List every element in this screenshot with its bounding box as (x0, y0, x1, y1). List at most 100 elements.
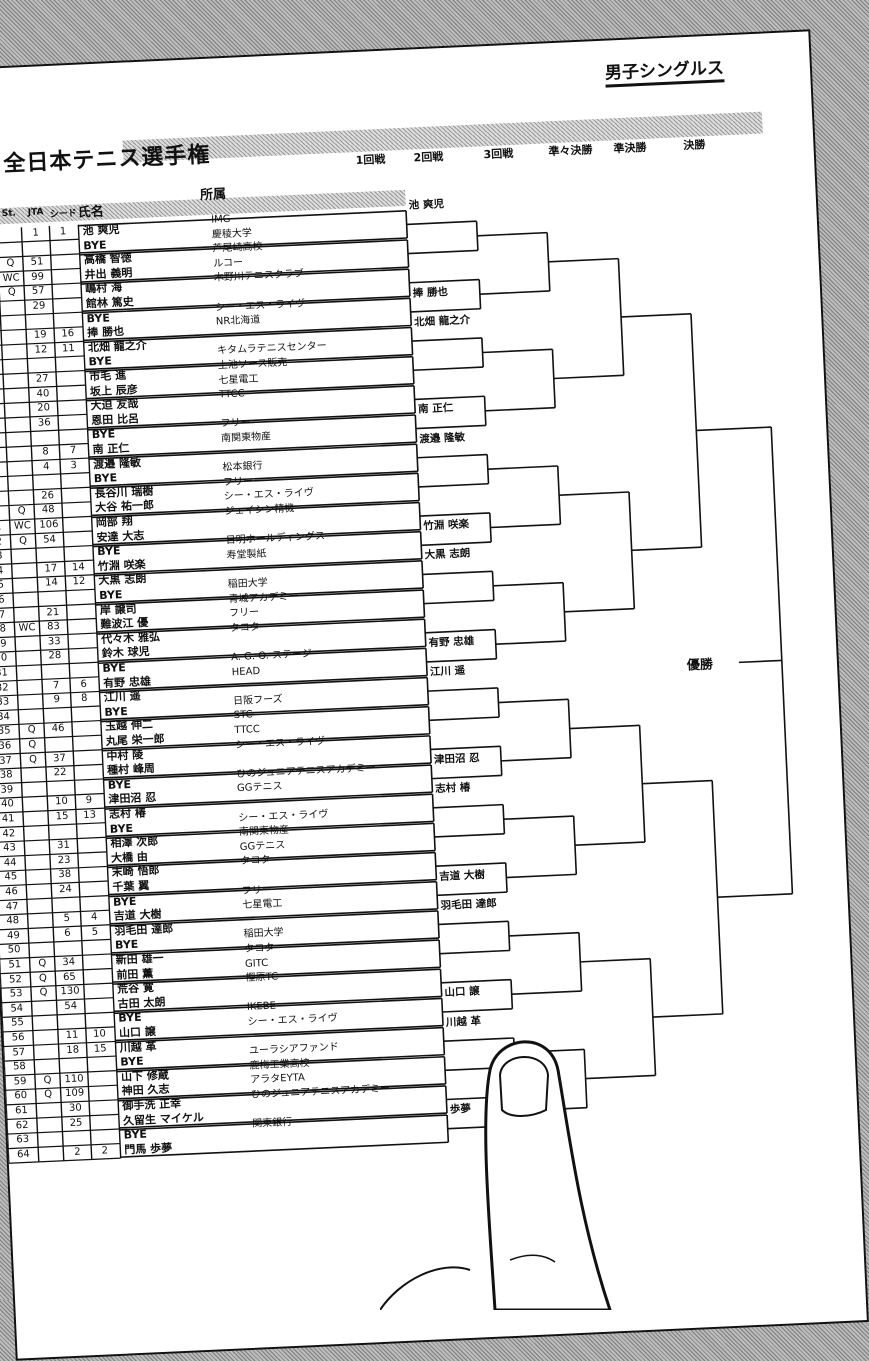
table-row-line (0, 735, 102, 740)
match-box-bottom (99, 676, 427, 691)
match-box-top (81, 269, 409, 284)
bracket-connector (442, 1009, 512, 1012)
table-row-line (0, 939, 111, 944)
round2-winner-name: 志村 椿 (435, 779, 471, 796)
round2-winner-name: 江川 遥 (430, 663, 466, 680)
round2-winner-name: 有野 忠雄 (428, 633, 474, 650)
table-row-line (0, 283, 81, 288)
match-box-bottom (114, 996, 442, 1011)
match-box-bottom (85, 355, 413, 370)
table-row-line (0, 575, 94, 580)
bracket-connector (501, 758, 571, 761)
bracket-connector (632, 547, 702, 550)
bracket-connector (420, 513, 490, 516)
table-row-line (0, 502, 91, 507)
table-row-line (0, 268, 80, 273)
bracket-connector (438, 921, 508, 924)
round2-winner-name: 捧 勝也 (412, 284, 448, 301)
bracket-connector (490, 524, 560, 527)
table-row-line (0, 691, 100, 696)
table-row-line (8, 1144, 120, 1149)
table-row-line (0, 852, 107, 857)
match-box-bottom (80, 238, 408, 253)
bracket-connector (425, 630, 495, 633)
bracket-connector (412, 338, 482, 341)
match-box-bottom (107, 851, 435, 866)
table-row-line (0, 954, 111, 959)
match-box-bottom (102, 734, 430, 749)
table-row-line (0, 443, 88, 448)
bracket-connector (642, 781, 712, 784)
match-box-bottom (105, 792, 433, 807)
table-row-line (0, 356, 84, 361)
table-row-line (0, 327, 83, 332)
table-row-line (0, 881, 108, 886)
table-row-line (0, 837, 106, 842)
match-box-bottom (101, 705, 429, 720)
match-box-bottom (94, 559, 422, 574)
table-row-line (9, 1158, 121, 1163)
bracket-connector (432, 775, 502, 778)
match-box-top (93, 532, 421, 547)
champion-line (739, 660, 782, 662)
bracket-connector (407, 221, 477, 224)
thumb-holding-sheet (380, 1030, 640, 1310)
table-row-line (0, 312, 82, 317)
bracket-connector (408, 250, 478, 253)
match-box-top (92, 503, 420, 518)
table-row-line (0, 794, 104, 799)
table-row-line (0, 531, 92, 536)
round2-winner-name: 羽毛田 達郎 (440, 895, 497, 913)
bracket-connector (509, 933, 579, 936)
table-row-line (0, 721, 101, 726)
match-box-bottom (98, 646, 426, 661)
match-box-top (111, 940, 439, 955)
table-row-line (4, 1041, 116, 1046)
table-row-line (0, 706, 100, 711)
table-row-line (0, 458, 89, 463)
bracket-connector (559, 492, 629, 495)
round2-winner-name: 北畑 龍之介 (414, 312, 471, 330)
bracket-connector (441, 980, 511, 983)
match-box-bottom (92, 501, 420, 516)
bracket-connector (570, 725, 640, 728)
table-row-line (0, 254, 80, 259)
match-box-bottom (109, 880, 437, 895)
match-box-top (109, 882, 437, 897)
table-row-line (7, 1114, 119, 1119)
bracket-connector (415, 396, 485, 399)
match-box-top (104, 765, 432, 780)
table-row-line (2, 1012, 114, 1017)
table-row-line (0, 385, 86, 390)
bracket-connector (416, 425, 486, 428)
match-box-top (90, 473, 418, 488)
bracket-connector (429, 717, 499, 720)
bracket-connector (437, 892, 507, 895)
bracket-connector (483, 349, 553, 352)
bracket-connector (421, 542, 491, 545)
table-row-line (0, 429, 88, 434)
bracket-connector (430, 746, 500, 749)
match-box-bottom (84, 325, 412, 340)
table-row-line (0, 487, 90, 492)
table-row-line (4, 1056, 116, 1061)
bracket-connector (488, 466, 558, 469)
bracket-connector (419, 484, 489, 487)
bracket-connector (409, 280, 479, 283)
champion-label: 優勝 (686, 654, 713, 674)
round2-winner-name: 池 爽児 (408, 196, 444, 213)
table-row-line (0, 764, 103, 769)
match-box-top (96, 590, 424, 605)
round2-winner-name: 山口 譲 (444, 984, 480, 1001)
match-box-top (98, 648, 426, 663)
table-row-line (6, 1085, 118, 1090)
table-row-line (0, 516, 92, 521)
table-row-line (0, 910, 109, 915)
table-row-line (0, 400, 86, 405)
table-row-line (0, 823, 105, 828)
table-row-line (0, 896, 109, 901)
table-row-line (0, 546, 93, 551)
table-row-line (0, 414, 87, 419)
bracket-connector (512, 991, 582, 994)
bracket-connector (696, 427, 771, 430)
